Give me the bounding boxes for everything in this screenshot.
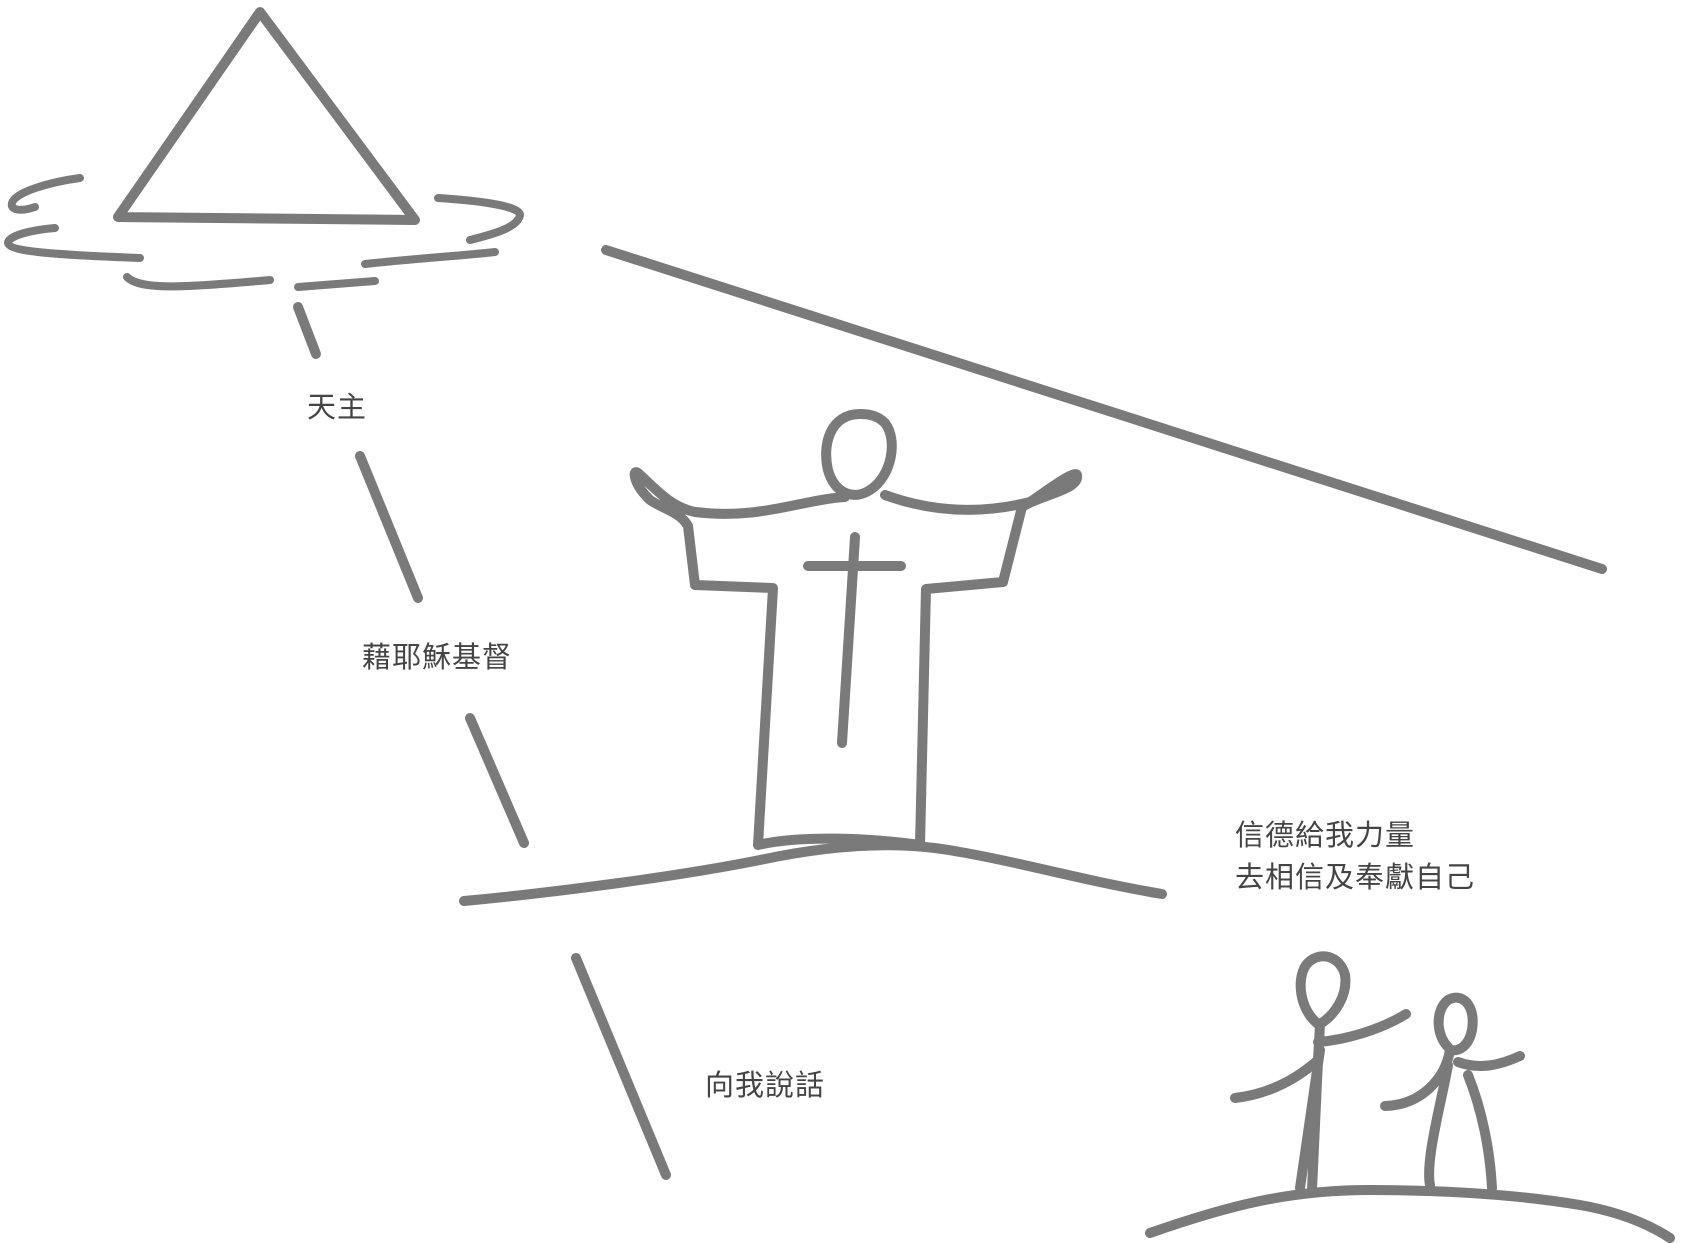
label-through-jesus: 藉耶穌基督	[362, 636, 512, 678]
label-faith: 信德給我力量 去相信及奉獻自己	[1235, 814, 1475, 898]
people-figures-icon	[1230, 951, 1525, 1195]
slope-line	[601, 245, 1607, 574]
faith-line-1: 信德給我力量	[1235, 818, 1416, 852]
cloud-icon	[4, 174, 524, 291]
christ-figure-icon	[629, 409, 1082, 850]
person-1	[1230, 951, 1411, 1195]
triangle	[113, 7, 420, 225]
dashed-connector	[293, 302, 671, 1180]
people-hill	[1145, 1185, 1675, 1243]
christ-head	[821, 409, 897, 500]
person-2	[1380, 992, 1525, 1193]
label-god: 天主	[307, 386, 367, 428]
speaks-to-me-text: 向我說話	[705, 1068, 826, 1102]
hill	[459, 840, 1167, 906]
label-speaks-to-me: 向我說話	[705, 1064, 825, 1106]
christ-robe	[629, 467, 1082, 850]
through-jesus-text: 藉耶穌基督	[362, 640, 513, 674]
faith-line-2: 去相信及奉獻自己	[1235, 860, 1476, 895]
trinity-triangle-icon	[113, 7, 420, 225]
god-text: 天主	[307, 390, 368, 424]
christ-cross	[803, 532, 906, 748]
